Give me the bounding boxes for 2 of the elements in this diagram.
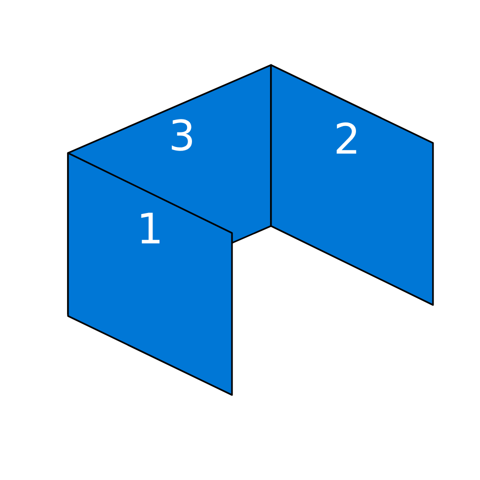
panel: 2 (270, 64, 434, 306)
panel: 1 (67, 152, 233, 396)
